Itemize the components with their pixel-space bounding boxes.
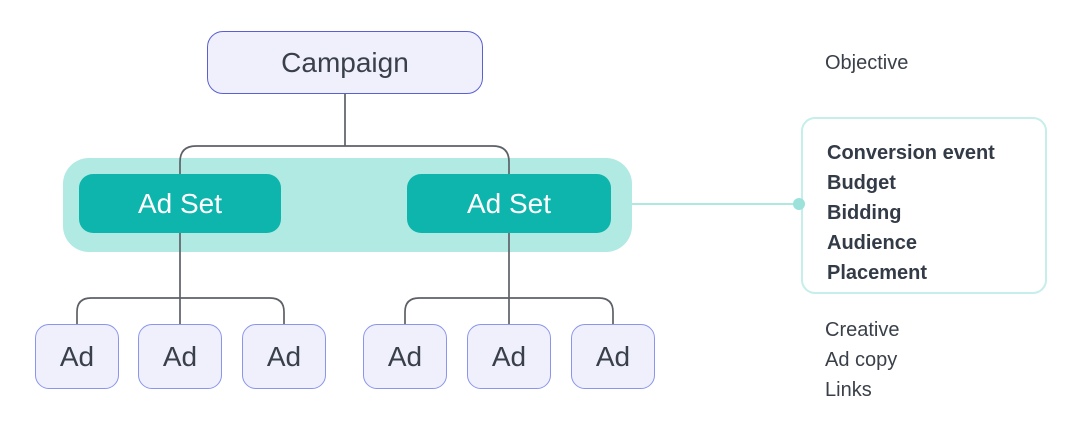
ad-set-node-2: Ad Set: [407, 174, 611, 233]
detail-item-audience: Audience: [827, 232, 918, 254]
adset2-to-ads-connector: [404, 232, 614, 327]
ad-node-2: Ad: [138, 324, 222, 389]
ad-node-4-label: Ad: [387, 340, 423, 372]
ad-detail-links: Links: [825, 379, 872, 401]
detail-item-placement: Placement: [827, 262, 928, 284]
ad-set-node-1: Ad Set: [79, 174, 281, 233]
campaign-node-label: Campaign: [281, 46, 409, 78]
campaign-to-adsets-connector: [179, 94, 510, 178]
campaign-node: Campaign: [207, 31, 483, 94]
ad-node-5: Ad: [467, 324, 551, 389]
ad-node-2-label: Ad: [162, 340, 198, 372]
ad-details-labels: Creative Ad copy Links: [825, 315, 899, 405]
ad-set-node-2-label: Ad Set: [466, 187, 552, 219]
ad-node-6: Ad: [571, 324, 655, 389]
adset1-to-ads-connector: [76, 232, 285, 327]
ad-set-node-1-label: Ad Set: [137, 187, 223, 219]
ad-node-4: Ad: [363, 324, 447, 389]
ad-node-6-label: Ad: [595, 340, 631, 372]
ad-detail-ad-copy: Ad copy: [825, 349, 898, 371]
objective-label: Objective: [825, 52, 909, 74]
link-dot: [793, 198, 805, 210]
ad-set-details-box: Conversion event Budget Bidding Audience…: [801, 117, 1047, 294]
ad-node-1-label: Ad: [59, 340, 95, 372]
ad-detail-creative: Creative: [825, 319, 900, 341]
ad-node-3: Ad: [242, 324, 326, 389]
ad-node-5-label: Ad: [491, 340, 527, 372]
detail-item-bidding: Bidding: [827, 202, 902, 224]
ad-node-3-label: Ad: [266, 340, 302, 372]
detail-item-budget: Budget: [827, 172, 896, 194]
ad-node-1: Ad: [35, 324, 119, 389]
detail-item-conversion-event: Conversion event: [827, 142, 995, 164]
